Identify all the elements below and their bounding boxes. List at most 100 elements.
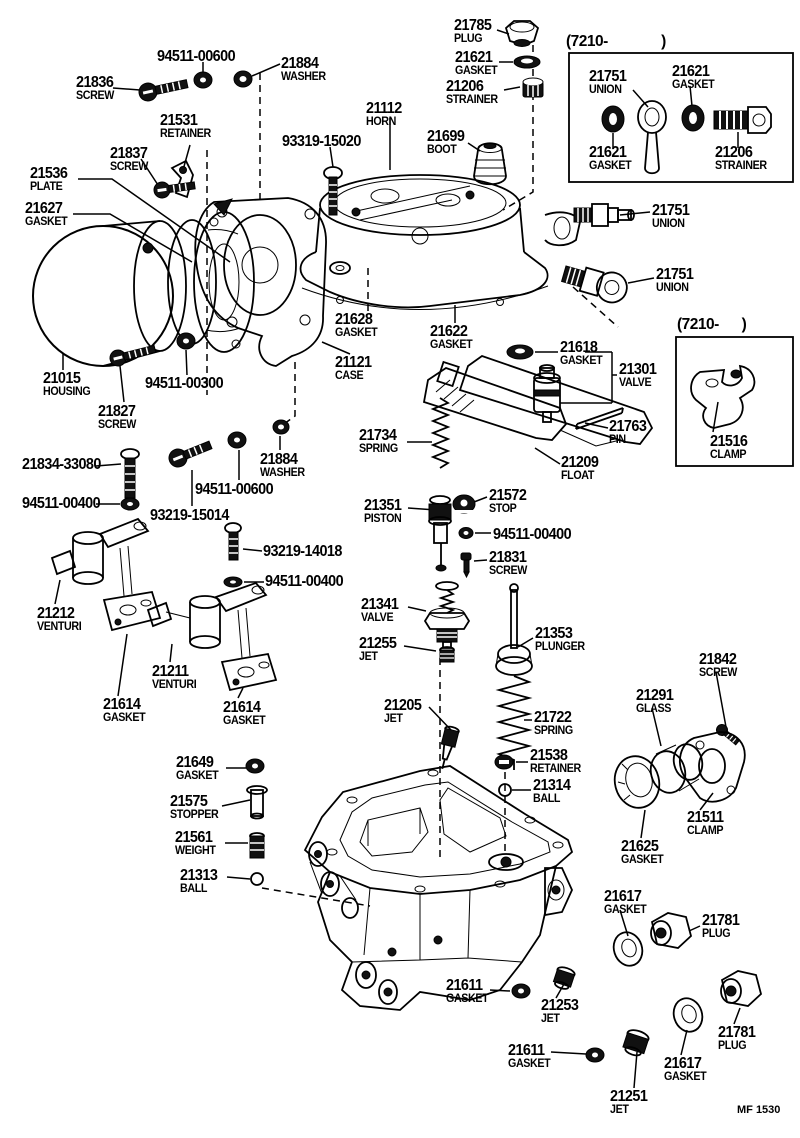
drawing-fuel-bowl [303,765,574,1011]
part-description: PLUNGER [535,640,585,653]
part-description: JET [541,1012,560,1025]
drawing-gasket-21617-a [612,931,644,967]
part-number: 21516 [710,433,748,450]
part-number: 94511-00400 [493,526,572,543]
drawing-power-valve-21341 [423,581,471,649]
part-description: UNION [589,83,622,96]
part-description: GASKET [176,769,219,782]
part-number: 21884 [281,55,319,72]
part-number: 21837 [110,145,148,162]
part-description: GASKET [672,78,715,91]
detail-box-2-header: (7210- ) [677,316,747,333]
part-number: 21212 [37,605,75,622]
part-description: GASKET [508,1057,551,1070]
drawing-gasket-21611-b [585,1047,605,1063]
part-number: 21614 [103,696,141,713]
part-description: SCREW [110,160,148,173]
part-description: PLUG [702,927,731,940]
part-number: 21785 [454,17,492,34]
part-description: RETAINER [160,127,211,140]
part-description: GASKET [223,714,266,727]
detail-box-2 [675,336,794,467]
part-description: GASKET [589,159,632,172]
part-number: 21611 [446,977,483,994]
part-description: VALVE [619,376,652,389]
drawing-jet-21255 [439,646,455,663]
drawing-jet-21251 [622,1029,650,1057]
drawing-screw-93219-15014 [168,440,213,468]
drawing-glass-21291 [649,743,704,794]
part-description: GASKET [621,853,664,866]
part-description: GASKET [560,354,603,367]
part-description: HORN [366,115,397,128]
drawing-strainer-21206-top [522,77,544,98]
part-description: STOP [489,502,517,515]
drawing-screw-21831 [460,552,472,579]
drawing-gasket-21649 [245,758,265,774]
drawing-bolt-93319-15020 [323,166,343,216]
drawing-needle-valve-21301 [533,364,561,423]
part-number: 21628 [335,311,373,328]
part-description: GASKET [664,1070,707,1083]
drawing-gasket-21618 [506,344,534,360]
part-description: CLAMP [710,448,747,461]
drawing-plug-21781-a [650,912,693,949]
part-description: JET [359,650,378,663]
part-number: 21831 [489,549,527,566]
drawing-pin-21763 [575,407,624,430]
part-description: GASKET [604,903,647,916]
part-description: JET [610,1103,629,1116]
part-description: HOUSING [43,385,91,398]
part-number: 21575 [170,793,208,810]
drawing-clamp-21511 [679,731,746,803]
drawing-union-21751-b [560,265,628,304]
callout-94511-00400-29: 94511-00400 [493,527,577,543]
drawing-float-chamber-case [194,197,351,367]
drawing-screw-21842 [716,724,740,746]
drawing-plug-21781-b [720,970,763,1007]
part-number: 21618 [560,339,598,356]
drawing-venturi-21212 [50,517,150,597]
part-number: 21751 [589,68,627,85]
part-description: STRAINER [446,93,498,106]
part-description: SCREW [489,564,527,577]
part-number: 21206 [446,78,484,95]
drawing-gasket-21614-right [220,652,278,692]
part-description: PISTON [364,512,402,525]
callout-94511-00600-0: 94511-00600 [157,49,241,65]
part-description: SPRING [534,724,573,737]
part-number: 94511-00400 [22,495,101,512]
part-description: WEIGHT [175,844,216,857]
callout-93319-15020-8: 93319-15020 [282,134,367,150]
drawing-stopper-21575 [246,785,268,820]
part-number: 94511-00600 [157,48,236,65]
drawing-gasket-21611-a [511,983,531,999]
part-number: 21572 [489,487,527,504]
part-number: 21617 [664,1055,702,1072]
part-description: BOOT [427,143,457,156]
drawing-screw-21836 [138,79,189,102]
callout-21834-33080-31: 21834-33080 [22,457,107,473]
callout-93219-14018-36: 93219-14018 [263,544,348,560]
part-number: 94511-00600 [195,481,274,498]
part-description: CLAMP [687,824,724,837]
part-number: 21836 [76,74,114,91]
part-description: FLOAT [561,469,595,482]
figure-code: MF 1530 [737,1104,781,1116]
part-description: BALL [180,882,208,895]
drawing-gasket-21621-top [513,55,541,69]
part-description: UNION [656,281,689,294]
